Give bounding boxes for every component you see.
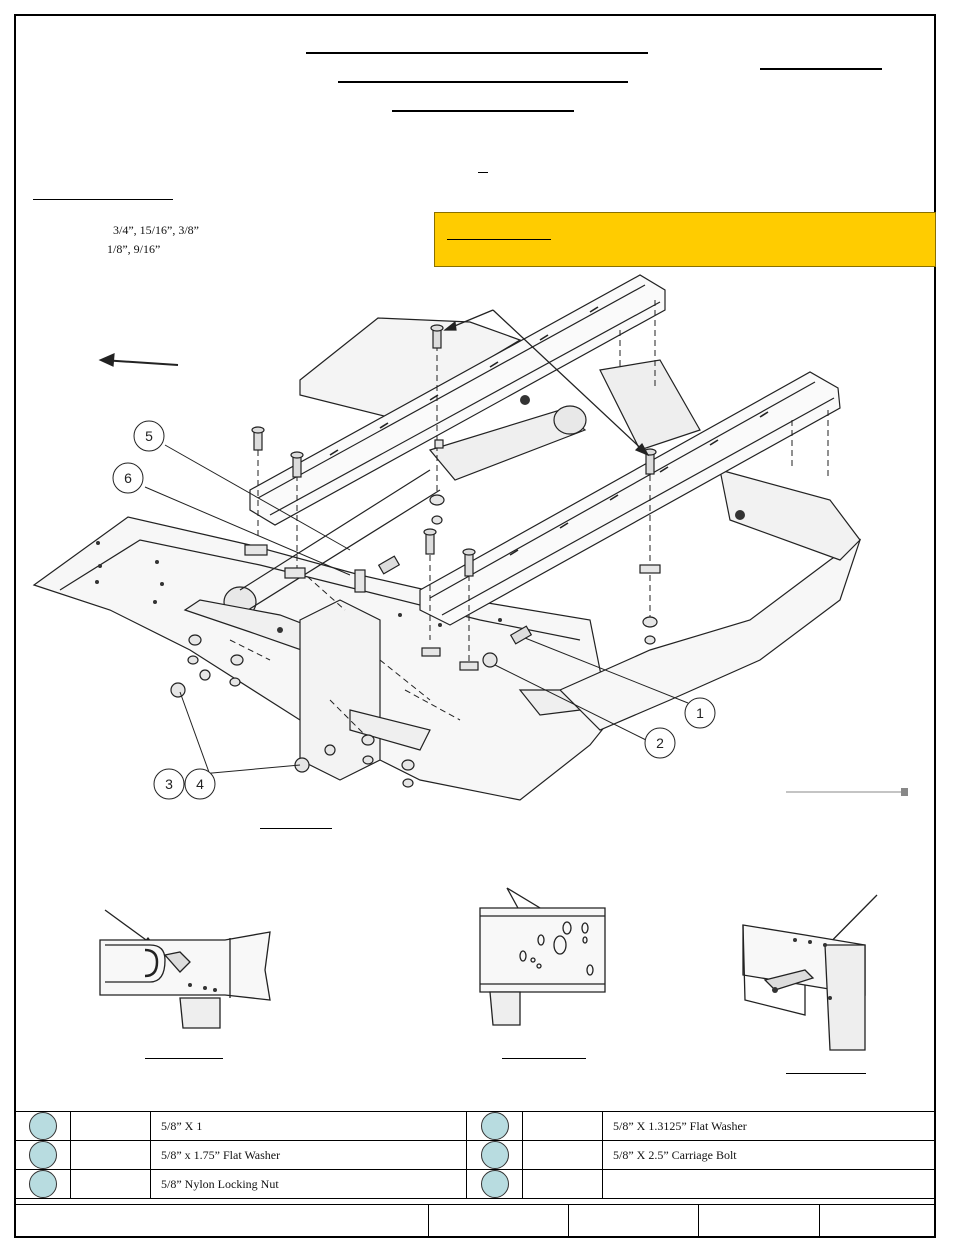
tools-line-1: 3/4”, 15/16”, 3/8”	[113, 223, 199, 237]
tools-heading-rule	[33, 199, 173, 200]
table-row: 5/8” X 1 5/8” X 1.3125” Flat Washer	[14, 1111, 936, 1141]
part-description: 5/8” x 1.75” Flat Washer	[150, 1140, 467, 1170]
svg-text:6: 6	[124, 470, 132, 486]
part-description: 5/8” X 1	[150, 1111, 467, 1141]
callout-4: 4	[184, 768, 216, 800]
part-description: 5/8” X 1.3125” Flat Washer	[602, 1111, 936, 1141]
detail-view-2	[479, 887, 606, 1026]
svg-text:5: 5	[145, 428, 153, 444]
title-rule-1	[306, 52, 648, 54]
warning-heading-rule	[447, 239, 551, 240]
callout-6: 6	[112, 462, 144, 494]
table-row: 5/8” Nylon Locking Nut	[14, 1169, 936, 1199]
title-rule-3	[392, 110, 574, 112]
detail-2-heading-rule	[502, 1058, 586, 1059]
part-bubble	[480, 1112, 509, 1140]
svg-text:2: 2	[656, 735, 664, 751]
part-bubble	[28, 1141, 57, 1169]
callout-5: 5	[133, 420, 165, 452]
footer-title-block	[14, 1204, 936, 1238]
detail-view-1	[99, 909, 271, 1029]
title-rule-right	[760, 68, 882, 70]
part-description: 5/8” Nylon Locking Nut	[150, 1169, 467, 1199]
part-bubble	[28, 1170, 57, 1198]
parts-table: 5/8” X 1 5/8” X 1.3125” Flat Washer 5/8”…	[14, 1111, 936, 1199]
svg-text:4: 4	[196, 776, 204, 792]
figure-heading-rule	[260, 828, 332, 829]
warning-box	[434, 212, 936, 267]
exploded-assembly-diagram: 5 6 1 2 3 4	[32, 274, 908, 801]
detail-3-heading-rule	[786, 1073, 866, 1074]
callout-1: 1	[684, 697, 716, 729]
part-description: 5/8” X 2.5” Carriage Bolt	[602, 1140, 936, 1170]
part-description	[602, 1169, 936, 1199]
svg-text:3: 3	[165, 776, 173, 792]
svg-text:1: 1	[696, 705, 704, 721]
callout-2: 2	[644, 727, 676, 759]
detail-view-3	[742, 894, 878, 1051]
table-row: 5/8” x 1.75” Flat Washer 5/8” X 2.5” Car…	[14, 1140, 936, 1170]
tools-line-2: 1/8”, 9/16”	[107, 242, 161, 256]
small-mark	[478, 172, 488, 173]
part-bubble	[480, 1141, 509, 1169]
part-bubble	[480, 1170, 509, 1198]
title-rule-2	[338, 81, 628, 83]
detail-1-heading-rule	[145, 1058, 223, 1059]
part-bubble	[28, 1112, 57, 1140]
callout-3: 3	[153, 768, 185, 800]
